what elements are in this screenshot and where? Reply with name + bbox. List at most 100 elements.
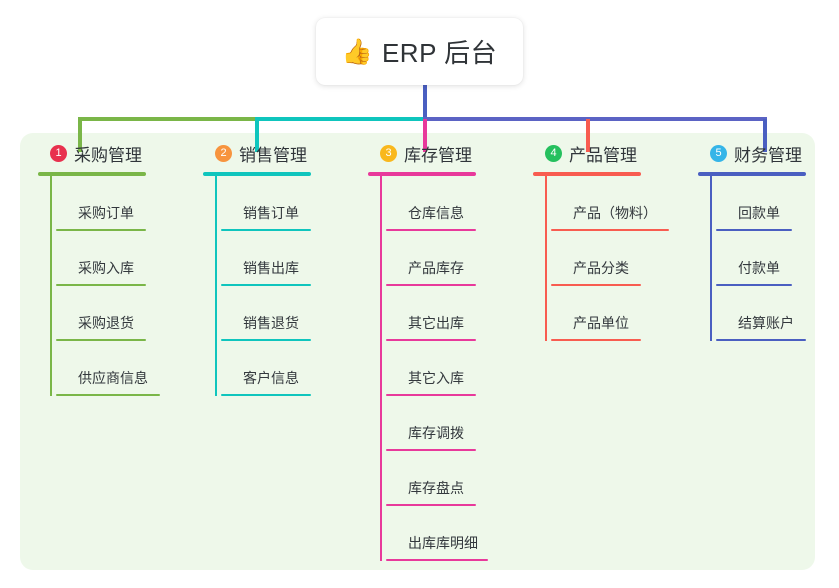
leaf-item-label: 采购入库 xyxy=(78,260,134,276)
root-node-content: 👍 ERP 后台 xyxy=(342,33,497,70)
leaf-item-label: 采购退货 xyxy=(78,315,134,331)
mindmap-leaf-item[interactable]: 产品单位 xyxy=(551,286,641,341)
column-items: 产品（物料） 产品分类产品单位 xyxy=(533,176,669,341)
column-header-5[interactable]: 5 财务管理 xyxy=(698,140,806,166)
column-title-underline xyxy=(698,172,806,176)
thumbs-up-icon: 👍 xyxy=(341,37,373,66)
leaf-item-underline xyxy=(386,229,476,231)
leaf-item-underline xyxy=(221,394,311,396)
column-spine xyxy=(545,176,547,341)
column-header-1[interactable]: 1 采购管理 xyxy=(38,140,146,166)
leaf-item-underline xyxy=(386,449,476,451)
mindmap-leaf-item[interactable]: 采购退货 xyxy=(56,286,146,341)
column-items: 采购订单采购入库采购退货供应商信息 xyxy=(38,176,160,396)
mindmap-leaf-item[interactable]: 供应商信息 xyxy=(56,341,160,396)
leaf-item-underline xyxy=(221,229,311,231)
mindmap-leaf-item[interactable]: 回款单 xyxy=(716,176,806,231)
mindmap-column-3: 3 库存管理仓库信息产品库存其它出库其它入库库存调拨库存盘点出库库明细 xyxy=(368,140,488,561)
leaf-item-label: 销售订单 xyxy=(243,205,299,221)
leaf-item-label: 采购订单 xyxy=(78,205,134,221)
leaf-item-label: 产品单位 xyxy=(573,315,629,331)
leaf-item-label: 供应商信息 xyxy=(78,370,148,386)
mindmap-leaf-item[interactable]: 销售出库 xyxy=(221,231,311,286)
leaf-item-label: 销售出库 xyxy=(243,260,299,276)
mindmap-leaf-item[interactable]: 客户信息 xyxy=(221,341,311,396)
leaf-item-underline xyxy=(551,284,641,286)
leaf-item-label: 其它入库 xyxy=(408,370,464,386)
leaf-item-underline xyxy=(386,504,476,506)
column-items: 回款单付款单结算账户 xyxy=(698,176,806,341)
leaf-item-label: 付款单 xyxy=(738,260,780,276)
leaf-item-underline xyxy=(56,339,146,341)
leaf-item-underline xyxy=(56,284,146,286)
column-number-badge: 4 xyxy=(545,144,562,162)
mindmap-leaf-item[interactable]: 其它入库 xyxy=(386,341,476,396)
leaf-item-underline xyxy=(56,394,160,396)
leaf-item-underline xyxy=(551,339,641,341)
mindmap-leaf-item[interactable]: 产品（物料） xyxy=(551,176,669,231)
mindmap-leaf-item[interactable]: 产品分类 xyxy=(551,231,641,286)
column-spine xyxy=(380,176,382,561)
column-title-underline xyxy=(38,172,146,176)
mindmap-leaf-item[interactable]: 付款单 xyxy=(716,231,806,286)
leaf-item-underline xyxy=(56,229,146,231)
column-number-badge: 2 xyxy=(215,144,232,162)
column-number-badge: 5 xyxy=(710,144,727,162)
mindmap-leaf-item[interactable]: 采购入库 xyxy=(56,231,146,286)
leaf-item-label: 库存盘点 xyxy=(408,480,464,496)
mindmap-background-panel xyxy=(20,133,815,570)
mindmap-leaf-item[interactable]: 结算账户 xyxy=(716,286,806,341)
column-items: 仓库信息产品库存其它出库其它入库库存调拨库存盘点出库库明细 xyxy=(368,176,488,561)
leaf-item-label: 产品分类 xyxy=(573,260,629,276)
mindmap-leaf-item[interactable]: 产品库存 xyxy=(386,231,476,286)
column-title: 库存管理 xyxy=(404,145,472,165)
mindmap-column-5: 5 财务管理回款单付款单结算账户 xyxy=(698,140,806,341)
column-title: 销售管理 xyxy=(239,145,307,165)
leaf-item-label: 回款单 xyxy=(738,205,780,221)
leaf-item-underline xyxy=(551,229,669,231)
column-header-2[interactable]: 2 销售管理 xyxy=(203,140,311,166)
mindmap-leaf-item[interactable]: 销售退货 xyxy=(221,286,311,341)
mindmap-leaf-item[interactable]: 仓库信息 xyxy=(386,176,476,231)
root-node-erp-backend[interactable]: 👍 ERP 后台 xyxy=(316,18,523,85)
leaf-item-underline xyxy=(716,229,792,231)
column-header-3[interactable]: 3 库存管理 xyxy=(368,140,476,166)
leaf-item-label: 产品库存 xyxy=(408,260,464,276)
column-items: 销售订单销售出库销售退货客户信息 xyxy=(203,176,311,396)
leaf-item-label: 仓库信息 xyxy=(408,205,464,221)
mindmap-leaf-item[interactable]: 库存盘点 xyxy=(386,451,476,506)
leaf-item-underline xyxy=(386,284,476,286)
column-title: 采购管理 xyxy=(74,145,142,165)
leaf-item-underline xyxy=(386,394,476,396)
mindmap-leaf-item[interactable]: 销售订单 xyxy=(221,176,311,231)
column-number-badge: 1 xyxy=(50,144,67,162)
column-title: 财务管理 xyxy=(734,145,802,165)
leaf-item-label: 结算账户 xyxy=(738,315,794,331)
leaf-item-underline xyxy=(386,339,476,341)
mindmap-leaf-item[interactable]: 采购订单 xyxy=(56,176,146,231)
leaf-item-label: 出库库明细 xyxy=(408,535,478,551)
leaf-item-label: 客户信息 xyxy=(243,370,299,386)
leaf-item-label: 库存调拨 xyxy=(408,425,464,441)
leaf-item-label: 销售退货 xyxy=(243,315,299,331)
leaf-item-underline xyxy=(716,284,792,286)
mindmap-column-1: 1 采购管理采购订单采购入库采购退货供应商信息 xyxy=(38,140,160,396)
column-spine xyxy=(215,176,217,396)
leaf-item-underline xyxy=(716,339,806,341)
column-title-underline xyxy=(368,172,476,176)
column-number-badge: 3 xyxy=(380,144,397,162)
leaf-item-label: 产品（物料） xyxy=(573,205,657,221)
leaf-item-underline xyxy=(386,559,488,561)
leaf-item-underline xyxy=(221,339,311,341)
column-title-underline xyxy=(533,172,641,176)
mindmap-leaf-item[interactable]: 其它出库 xyxy=(386,286,476,341)
root-node-title: ERP 后台 xyxy=(381,38,498,68)
column-title-underline xyxy=(203,172,311,176)
mindmap-leaf-item[interactable]: 出库库明细 xyxy=(386,506,488,561)
mindmap-column-2: 2 销售管理销售订单销售出库销售退货客户信息 xyxy=(203,140,311,396)
mindmap-leaf-item[interactable]: 库存调拨 xyxy=(386,396,476,451)
column-spine xyxy=(50,176,52,396)
